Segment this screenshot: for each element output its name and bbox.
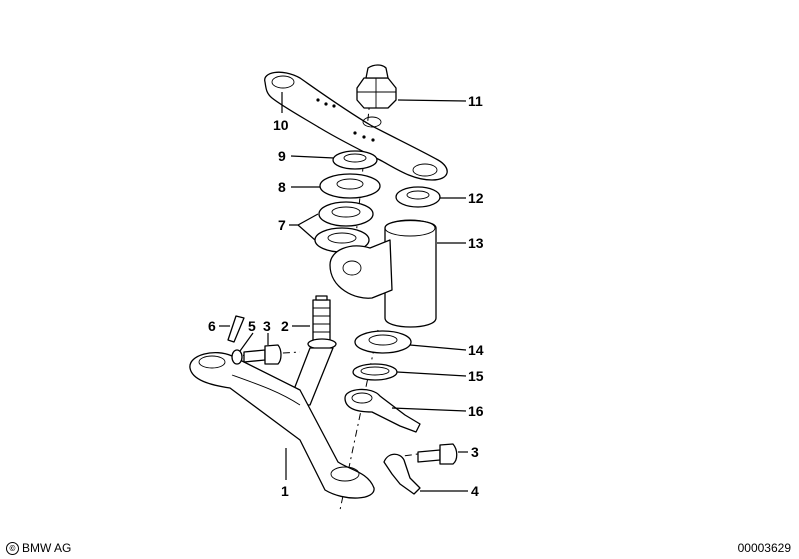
callout-15: 15: [468, 368, 484, 384]
callout-14: 14: [468, 342, 484, 358]
leader-9: [290, 155, 335, 159]
leader-5: [239, 332, 254, 352]
callout-6: 6: [208, 318, 216, 334]
steering-head-tube: [329, 219, 437, 328]
copyright-icon: ©: [6, 541, 19, 555]
screw-upper: [243, 344, 282, 365]
callout-5: 5: [248, 318, 256, 334]
sealing-ring: [352, 363, 398, 381]
leader-14: [409, 344, 467, 351]
lower-fork-bridge: [189, 352, 375, 499]
leader-7: [289, 213, 319, 241]
cap-nut: [356, 64, 397, 109]
callout-7: 7: [278, 217, 286, 233]
callout-4: 4: [471, 483, 479, 499]
lever-arm: [344, 388, 421, 433]
callout-13: 13: [468, 235, 484, 251]
small-washer: [231, 349, 243, 365]
lower-race: [354, 330, 412, 354]
clamp-plate: [383, 453, 421, 495]
callout-1: 1: [281, 483, 289, 499]
leader-16: [391, 407, 467, 412]
copyright-notice: © BMW AG: [6, 541, 71, 555]
upper-bearing: [318, 201, 374, 227]
ring-nut: [332, 150, 378, 170]
callout-11: 11: [468, 93, 483, 109]
callout-12: 12: [468, 190, 484, 206]
bearing-race: [395, 186, 441, 208]
callout-3-lower: 3: [471, 444, 479, 460]
pin: [227, 315, 245, 343]
callout-16: 16: [468, 403, 484, 419]
callout-9: 9: [278, 148, 286, 164]
callout-8: 8: [278, 179, 286, 195]
callout-3-upper: 3: [263, 318, 271, 334]
callout-2: 2: [281, 318, 289, 334]
leader-11: [397, 99, 467, 102]
washer: [319, 173, 381, 199]
screw-lower: [417, 443, 458, 465]
copyright-text: BMW AG: [22, 541, 72, 555]
leader-15: [396, 371, 467, 377]
document-number: 00003629: [737, 541, 791, 555]
upper-bracket-plate: [264, 71, 448, 181]
callout-10: 10: [273, 117, 289, 133]
